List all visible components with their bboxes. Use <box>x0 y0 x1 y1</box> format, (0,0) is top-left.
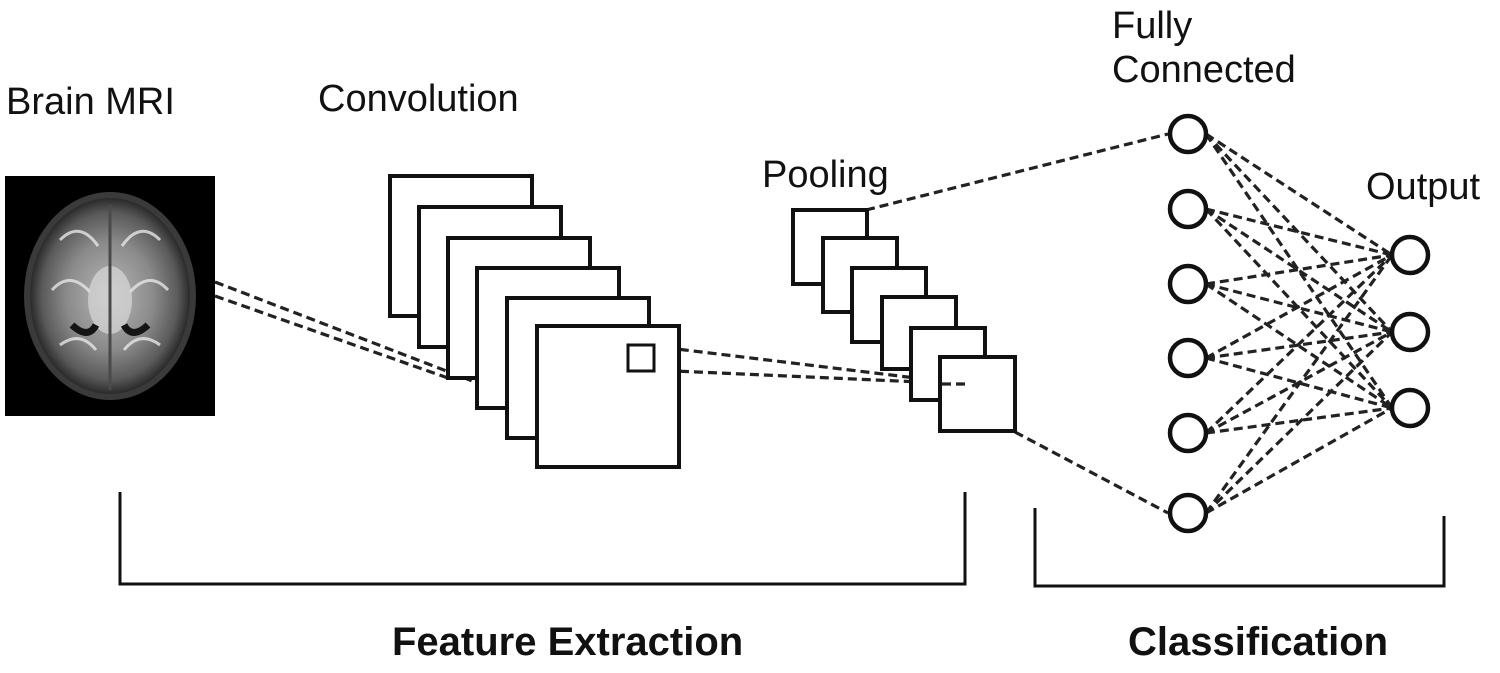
fc-to-output-edge <box>1204 207 1394 410</box>
output-node <box>1389 387 1431 429</box>
fc-to-output-edge <box>1204 132 1394 334</box>
fc-to-output-edge <box>1205 253 1393 360</box>
feature-extraction-bracket <box>118 492 967 586</box>
fc-to-output-edge <box>1205 330 1393 360</box>
connection-lines <box>214 132 1169 515</box>
brain-mri-label: Brain MRI <box>6 81 175 123</box>
output-label: Output <box>1366 166 1481 208</box>
fc-node <box>1167 412 1209 454</box>
fc-to-output-edge <box>1204 330 1394 515</box>
classification-bracket <box>1033 508 1446 588</box>
fc-to-output-edge <box>1205 282 1393 334</box>
convolution-layer <box>388 174 681 469</box>
fc-to-output-edge <box>1204 253 1394 435</box>
fc-node <box>1167 113 1209 155</box>
fully-connected-label-line1: Fully <box>1112 5 1193 47</box>
fc-to-output-edge <box>1205 207 1393 257</box>
output-node <box>1389 234 1431 276</box>
fc-to-output-edge <box>1205 282 1393 410</box>
conv-feature-map <box>535 324 681 469</box>
fully-connected-layer <box>1167 113 1209 534</box>
brain-mri-image <box>5 176 215 416</box>
fc-node <box>1167 263 1209 305</box>
pool-to-fc-line <box>865 132 1169 212</box>
conv-to-pool-line <box>651 344 966 386</box>
conv-kernel-window <box>626 343 656 373</box>
pooling-label: Pooling <box>762 154 889 196</box>
fc-node <box>1167 492 1209 534</box>
fc-to-output-edge <box>1205 406 1393 515</box>
fully-connected-label: Fully Connected <box>1112 4 1296 92</box>
pool-feature-map <box>938 355 1017 433</box>
fc-to-output-edge <box>1204 254 1394 514</box>
feature-extraction-label: Feature Extraction <box>392 620 744 664</box>
fully-connected-label-line2: Connected <box>1112 49 1296 91</box>
fc-to-output-edge <box>1205 406 1393 435</box>
fc-to-output-edge <box>1205 356 1393 410</box>
fc-to-output-edge <box>1205 253 1393 286</box>
classification-label: Classification <box>1128 620 1389 664</box>
pooling-layer <box>791 208 1017 433</box>
output-layer <box>1389 234 1431 429</box>
conv-to-pool-line <box>651 368 966 386</box>
fully-connected-edges <box>1204 132 1394 515</box>
output-node <box>1389 311 1431 353</box>
fc-node <box>1167 337 1209 379</box>
fc-node <box>1167 188 1209 230</box>
pool-to-fc-line <box>1014 430 1169 515</box>
fc-to-output-edge <box>1205 132 1393 257</box>
convolution-label: Convolution <box>318 78 519 120</box>
fc-to-output-edge <box>1205 207 1393 334</box>
